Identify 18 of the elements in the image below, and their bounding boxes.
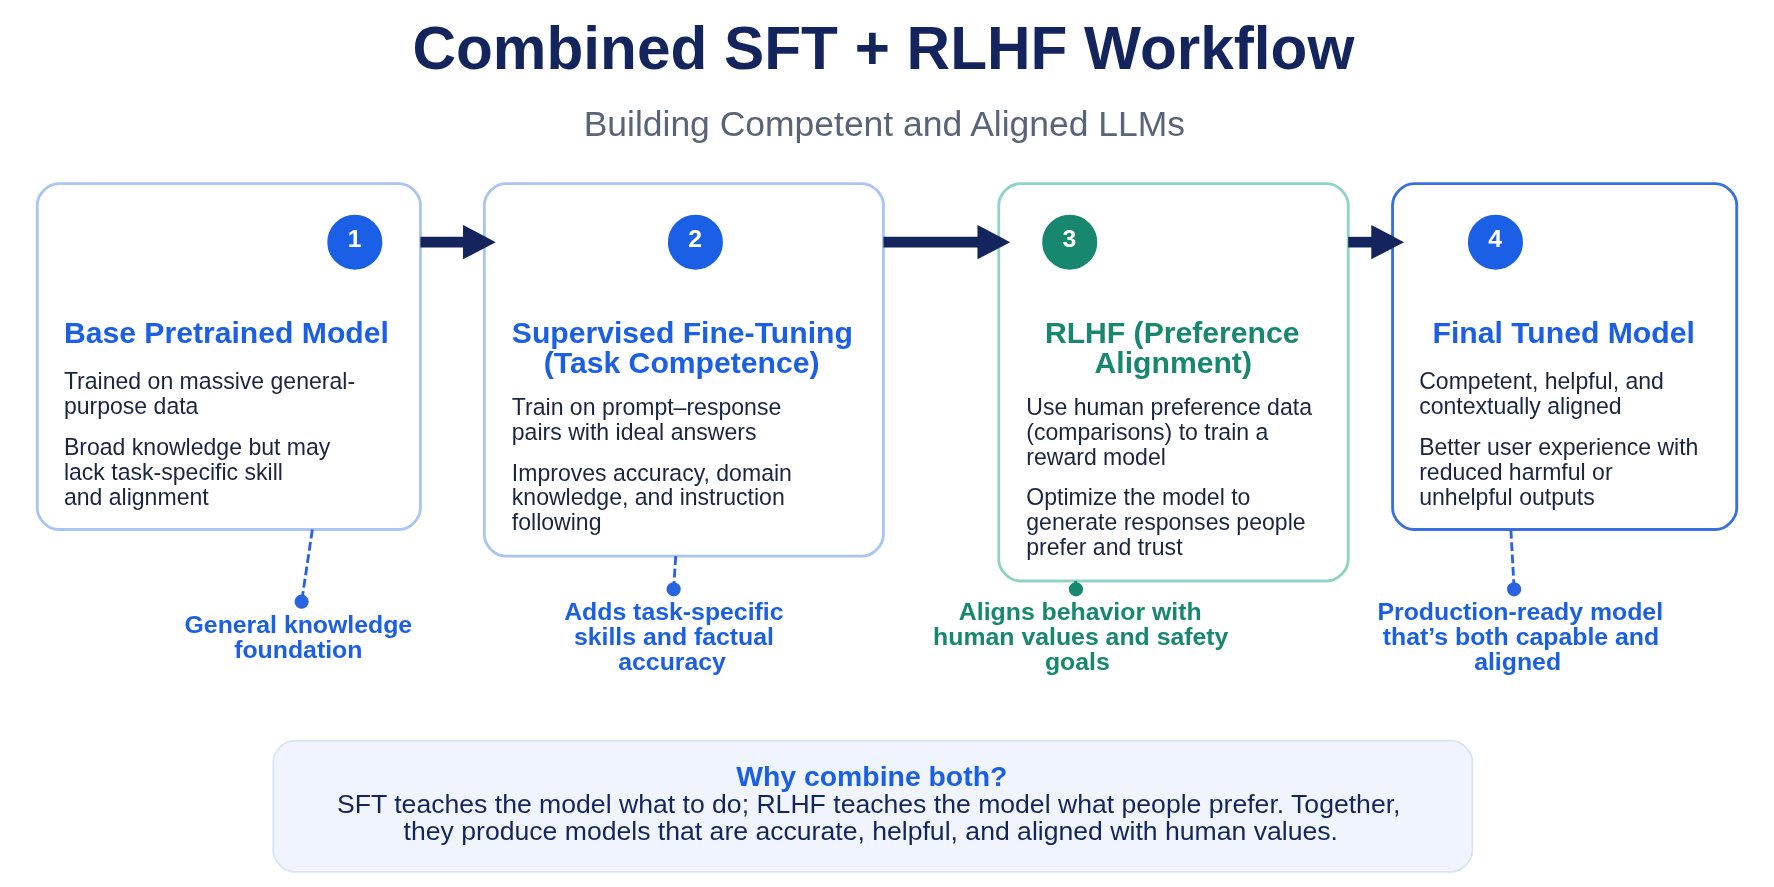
node-circle: 4: [1467, 214, 1523, 270]
node-text: Production-ready model that’s both capable and aligned: [1377, 598, 1664, 676]
diagram-title: Combined SFT + RLHF Workflow: [412, 13, 1355, 82]
arrow: [1348, 224, 1404, 260]
connector: [294, 529, 314, 609]
node-circle: 1: [327, 214, 383, 270]
node-text: General knowledge foundation: [184, 610, 413, 663]
node-box: Why combine both? SFT teaches the model what to do; RLHF teaches the model what people prefer. Together, they produce models that are accurate, helpful, and aligned with human values.: [272, 739, 1474, 873]
node-text: Aligns behavior with human values and safety goals: [933, 598, 1229, 676]
node-circle: 3: [1042, 214, 1098, 270]
connector: [1507, 529, 1522, 597]
connector: [666, 556, 681, 597]
arrow: [883, 224, 1011, 260]
arrow: [420, 224, 496, 260]
connector: [1068, 580, 1084, 597]
label: Building Competent and Aligned LLMs: [583, 103, 1186, 144]
node-text: Adds task-specific skills and factual accuracy: [564, 598, 784, 676]
node-circle: 2: [667, 214, 723, 270]
